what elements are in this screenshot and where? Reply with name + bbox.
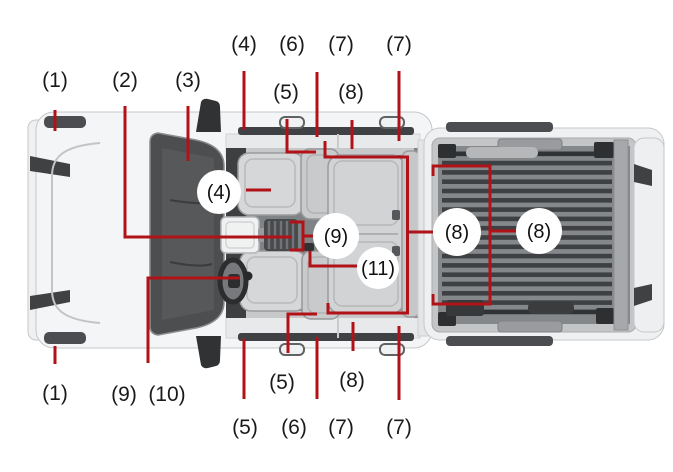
roof-rail-left: [238, 127, 414, 135]
driver-seat: [239, 250, 341, 320]
callout-circle-8b-label: (8): [527, 221, 551, 243]
callout-label-1-front: (1): [42, 69, 68, 92]
taillight-right: [634, 284, 652, 306]
callout-label-8-bottom: (8): [339, 369, 365, 392]
tailgate-inner: [613, 139, 629, 331]
taillight-left: [634, 164, 652, 186]
callout-circle-4: [197, 170, 241, 214]
callout-line-5-top: [285, 119, 316, 154]
callout-bracket-8-bed: [431, 164, 516, 306]
callout-bracket-8-bench: [323, 141, 433, 315]
side-mirror-right: [196, 336, 221, 369]
callout-label-4-top: (4): [231, 33, 257, 56]
callout-circle-9-label: (9): [324, 226, 348, 248]
headlight-left: [30, 156, 70, 177]
front-passenger-seat: [237, 148, 340, 220]
callout-label-3: (3): [175, 69, 201, 92]
wiper-right: [169, 261, 213, 267]
callout-label-6-top: (6): [279, 33, 305, 56]
hood-crease: [51, 142, 101, 324]
callout-circle-8b: [516, 208, 562, 254]
seatbelt-buckle-rear: [304, 243, 314, 251]
seatbelt-buckle-driver: [243, 271, 253, 281]
callout-label-7-row-b: (7): [386, 416, 412, 439]
bed-corner-brace: [596, 308, 614, 324]
callout-label-5-row: (5): [232, 416, 258, 439]
plain-callout-labels: (1) (2) (3) (4) (6) (7) (7) (5) (8) (1) …: [42, 33, 412, 439]
truck-bed: [423, 122, 665, 346]
callout-circle-8a-label: (8): [445, 222, 469, 244]
bed-storage-box: [446, 300, 484, 316]
tailgate-outer: [633, 137, 665, 333]
windshield-sheen: [162, 148, 214, 320]
callout-line-9-10: [146, 276, 240, 363]
steering-hub: [228, 274, 240, 288]
center-console: [220, 216, 298, 254]
rear-tire-left: [446, 122, 553, 132]
callout-label-7-top-b: (7): [386, 33, 412, 56]
callout-label-8-top: (8): [338, 81, 364, 104]
front-tire-left: [44, 116, 86, 128]
callout-circle-9: [313, 213, 359, 259]
bed-rail-cap: [466, 147, 538, 158]
callout-label-7-top-a: (7): [328, 33, 354, 56]
bed-corner-brace: [594, 142, 614, 158]
callout-circle-4-label: (4): [207, 182, 231, 204]
callout-circle-8a: [433, 208, 481, 256]
door-handle-front-right: [279, 343, 305, 356]
callout-line-5-bottom: [286, 312, 317, 353]
callout-circle-11-label: (11): [361, 258, 395, 280]
rear-tire-right: [446, 336, 553, 346]
callout-label-10: (10): [148, 383, 185, 406]
front-tire-right: [44, 332, 86, 344]
callout-bracket-9-console: [290, 220, 313, 252]
callout-lines: [53, 71, 516, 400]
bed-corner-brace: [438, 144, 456, 158]
callout-label-7-row-a: (7): [328, 416, 354, 439]
callout-label-9-bottom: (9): [111, 383, 137, 406]
callout-label-2: (2): [112, 69, 138, 92]
callout-circle-11: [357, 247, 399, 289]
callout-label-6-row: (6): [281, 416, 307, 439]
side-mirror-left: [196, 98, 221, 132]
bed-rail-recess: [497, 320, 563, 333]
headlight-right: [30, 290, 70, 310]
callout-label-5-mid: (5): [269, 371, 295, 394]
bed-tiedown: [528, 302, 574, 314]
circled-callouts: (4) (9) (11) (8) (8): [197, 170, 562, 289]
roof-rail-right: [238, 333, 414, 341]
callout-label-1-rear: (1): [42, 382, 68, 405]
callout-line-11: [308, 251, 357, 268]
callout-label-5-top: (5): [273, 81, 299, 104]
door-handle-front-left: [279, 116, 305, 129]
callout-line-2: [123, 106, 292, 239]
